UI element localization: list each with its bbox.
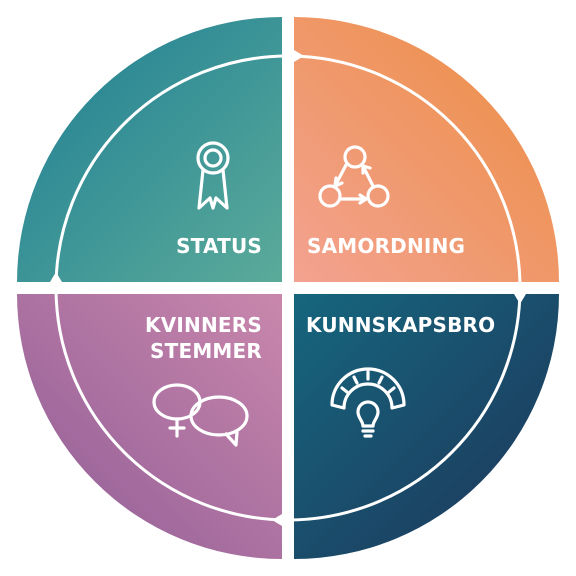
- cycle-arrows-icon: [318, 145, 390, 208]
- ring-arrowhead-top: [289, 47, 304, 65]
- quadrant-kunnskapsbro: [294, 294, 559, 559]
- label-kunnskapsbro: KUNNSKAPSBRO: [306, 313, 495, 337]
- label-status: STATUS: [176, 234, 262, 258]
- quadrant-status: [17, 17, 282, 282]
- award-ribbon-icon: [196, 141, 230, 210]
- label-samordning: SAMORDNING: [307, 234, 465, 258]
- female-speech-bubbles-icon: [152, 383, 249, 447]
- ring-arrowhead-left: [47, 272, 65, 287]
- label-kvinners-line1: KVINNERS: [145, 313, 262, 337]
- quadrant-kvinners-stemmer: [17, 294, 282, 559]
- label-kvinners-line2: STEMMER: [150, 339, 262, 363]
- bright-lightbulb-icon: [330, 367, 406, 438]
- quadrant-samordning: [294, 17, 559, 282]
- ring-arrowhead-right: [511, 289, 529, 304]
- inner-ring: [54, 54, 522, 522]
- ring-arrowhead-bottom: [272, 511, 287, 529]
